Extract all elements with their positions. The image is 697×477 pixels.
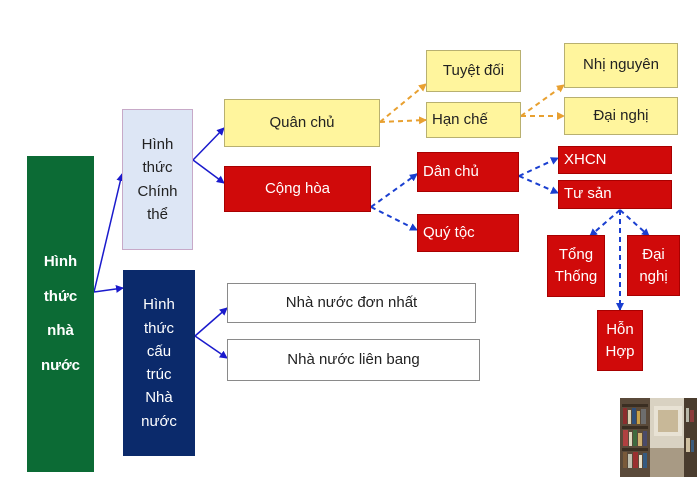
arrow-cong-hoa-dan-chu [370,173,418,208]
node-tuyet-doi: Tuyệt đối [426,50,521,92]
cau-truc-line: Nhà [145,389,173,407]
arrow-dan-chu-xhcn [518,157,559,177]
tong-thong-line: Tổng [558,246,594,264]
root-line: Hình [43,253,78,270]
arrow-dan-chu-tu-san [518,175,559,194]
node-quy-toc: Quý tộc [417,214,519,252]
node-nhi-nguyen: Nhị nguyên [564,43,678,88]
dai-nghi-line: Đại [642,245,665,263]
root-line: thức [43,287,78,305]
node-dan-chu: Dân chủ [417,152,519,192]
node-dai-nghi-top: Đại nghị [564,97,678,135]
node-quan-chu: Quân chủ [224,99,380,147]
cau-truc-line: thức [143,319,175,337]
hon-hop-line: Hợp [605,342,635,360]
node-hinh-thuc-chinh-the: Hình thức Chính thể [122,109,193,250]
arrow-cau-truc-lien-bang [194,335,228,359]
dai-nghi-line: nghị [639,267,668,285]
arrow-han-che-nhi-nguyen [520,84,565,117]
root-line: nhà [47,322,74,339]
arrow-tu-san-dai-nghi [619,209,650,237]
arrow-cau-truc-don-nhat [194,307,228,337]
webcam-thumbnail [620,398,697,477]
chinh-the-line: Hình [141,136,174,153]
arrow-quan-chu-tuyet-doi [379,83,427,123]
node-hinh-thuc-nha-nuoc: Hình thức nhà nước [27,156,94,472]
node-nha-nuoc-don-nhat: Nhà nước đơn nhất [227,283,476,323]
chinh-the-line: thức [142,159,173,177]
chinh-the-line: thể [147,205,168,223]
arrow-root-cau-truc [93,284,124,293]
node-tong-thong: Tổng Thống [547,235,605,297]
node-cong-hoa: Cộng hòa [224,166,371,212]
cau-truc-line: cấu [146,342,172,360]
node-hon-hop: Hỗn Hợp [597,310,643,371]
node-nha-nuoc-lien-bang: Nhà nước liên bang [227,339,480,381]
arrow-quan-chu-han-che [379,116,427,125]
arrow-cong-hoa-quy-toc [370,206,418,231]
cau-truc-line: trúc [146,366,172,383]
cau-truc-line: Hình [143,296,175,314]
arrow-chinh-the-cong-hoa [192,159,225,184]
chinh-the-line: Chính [137,182,178,200]
bookshelf-image [620,398,697,477]
root-line: nước [40,356,81,374]
arrow-tu-san-tong-thong [589,209,621,237]
tong-thong-line: Thống [554,268,598,285]
arrow-root-chinh-the [93,173,125,293]
hon-hop-line: Hỗn [606,320,634,338]
cau-truc-line: nước [141,412,177,430]
arrow-chinh-the-quan-chu [192,127,225,161]
node-dai-nghi-bottom: Đại nghị [627,235,680,296]
node-xhcn: XHCN [558,146,672,174]
node-tu-san: Tư sản [558,180,672,209]
node-hinh-thuc-cau-truc: Hình thức cấu trúc Nhà nước [123,270,195,456]
node-han-che: Hạn chế [426,102,521,138]
